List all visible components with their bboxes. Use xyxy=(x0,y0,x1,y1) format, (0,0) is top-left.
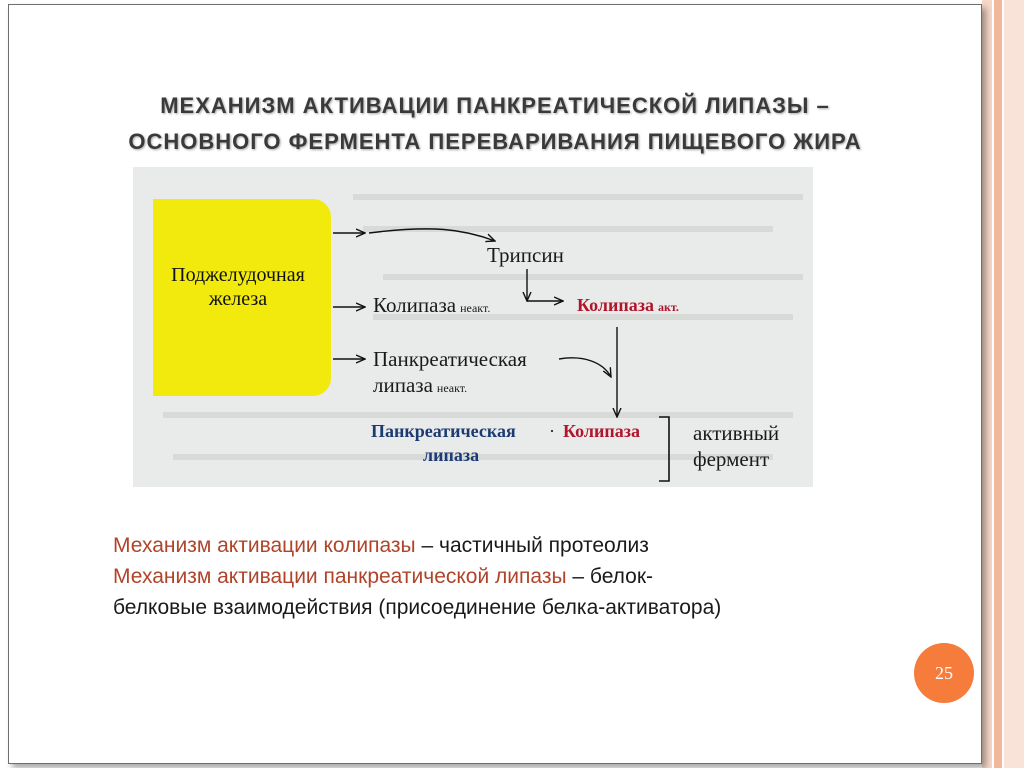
decor-stripe xyxy=(1004,0,1024,768)
lipase-inactive-line1: Панкреатическая xyxy=(373,347,527,371)
lipase-inactive-subscript: неакт. xyxy=(436,381,468,395)
complex-lipase-line1: Панкреатическая xyxy=(371,421,516,441)
lipase-inactive-label: липаза xyxy=(373,373,433,397)
page-number: 25 xyxy=(935,662,953,683)
pancreas-box xyxy=(153,199,331,396)
slide: МЕХАНИЗМ АКТИВАЦИИ ПАНКРЕАТИЧЕСКОЙ ЛИПАЗ… xyxy=(8,4,982,764)
arrow-curve-to-trypsin xyxy=(368,228,495,241)
note-colipase: Механизм активации колипазы – частичный … xyxy=(113,534,903,558)
note-colipase-accent: Механизм активации колипазы xyxy=(113,534,416,557)
page-number-badge: 25 xyxy=(914,643,974,703)
note-lipase-rest: – белок- xyxy=(566,565,654,588)
note-lipase-continued: белковые взаимодействия (присоединение б… xyxy=(113,596,722,619)
trypsin-label: Трипсин xyxy=(487,243,564,267)
slide-title-line2: ОСНОВНОГО ФЕРМЕНТА ПЕРЕВАРИВАНИЯ ПИЩЕВОГ… xyxy=(128,129,862,154)
active-enzyme-line1: активный xyxy=(693,421,780,445)
complex-lipase-line2: липаза xyxy=(423,445,480,465)
complex-dot: · xyxy=(549,421,555,441)
note-colipase-rest: – частичный протеолиз xyxy=(415,534,649,557)
colipase-active-label: Колипаза xyxy=(577,295,654,315)
inactive-subscript: неакт. xyxy=(460,301,491,315)
note-lipase-accent: Механизм активации панкреатической липаз… xyxy=(113,565,567,588)
note-lipase: Механизм активации панкреатической липаз… xyxy=(113,565,903,589)
complex-colipase: Колипаза xyxy=(563,421,640,441)
decor-stripe xyxy=(994,0,1002,768)
active-enzyme-bracket xyxy=(659,416,670,482)
active-subscript: акт. xyxy=(658,300,679,314)
colipase-inactive-label: Колипаза xyxy=(373,293,457,317)
colipase-active: Колипаза акт. xyxy=(577,295,679,316)
arrow-curve-from-lipase xyxy=(558,357,611,377)
pancreas-label: Поджелудочная железа xyxy=(171,264,305,310)
diagram-arrows xyxy=(163,194,803,482)
decor-stripe xyxy=(982,0,992,768)
active-enzyme-line2: фермент xyxy=(693,447,770,471)
slide-title-line1: МЕХАНИЗМ АКТИВАЦИИ ПАНКРЕАТИЧЕСКОЙ ЛИПАЗ… xyxy=(160,93,830,118)
